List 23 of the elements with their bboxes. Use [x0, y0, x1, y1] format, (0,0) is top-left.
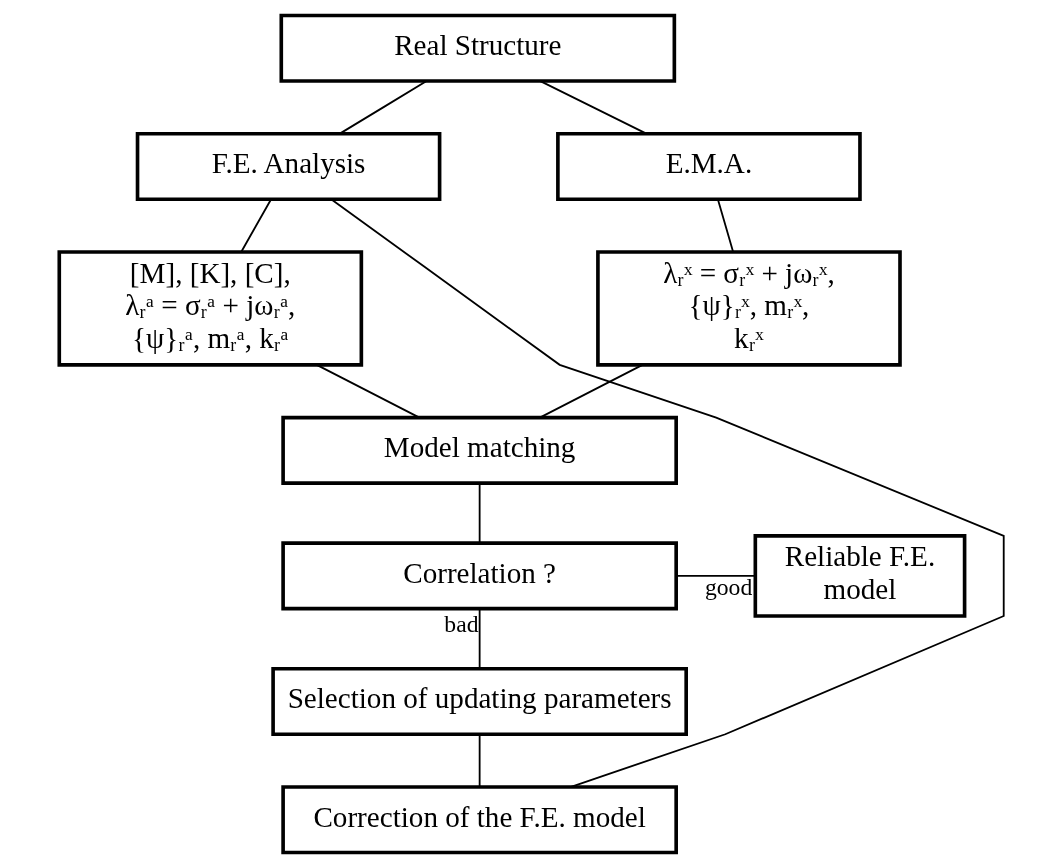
- node-box: Selection of updating parameters: [271, 666, 688, 737]
- connector: [338, 80, 428, 135]
- connector: [240, 198, 272, 253]
- edge-label: bad: [444, 611, 479, 638]
- connector: [478, 608, 481, 669]
- connector: [478, 733, 481, 788]
- connector: [478, 482, 481, 544]
- node-box: Real Structure: [279, 13, 677, 83]
- node-box: E.M.A.: [556, 131, 862, 202]
- connector: [675, 575, 757, 577]
- node-box: Correlation ?: [281, 541, 678, 611]
- node-box: λᵣˣ = σᵣˣ + jωᵣˣ, {ψ}ᵣˣ, mᵣˣ, kᵣˣ: [596, 250, 902, 367]
- connector: [539, 364, 644, 419]
- node-box: Correction of the F.E. model: [281, 785, 678, 855]
- connector: [315, 364, 420, 419]
- node-box: [M], [K], [C], λᵣᵃ = σᵣᵃ + jωᵣᵃ, {ψ}ᵣᵃ, mᵣᵃ, kᵣᵃ: [57, 250, 364, 367]
- node-box: Reliable F.E. model: [753, 534, 967, 618]
- node-box: Model matching: [281, 415, 678, 485]
- connector: [330, 198, 1005, 788]
- edge-label: good: [704, 573, 753, 600]
- connector: [539, 80, 648, 135]
- connector: [717, 198, 735, 253]
- node-box: F.E. Analysis: [135, 131, 442, 202]
